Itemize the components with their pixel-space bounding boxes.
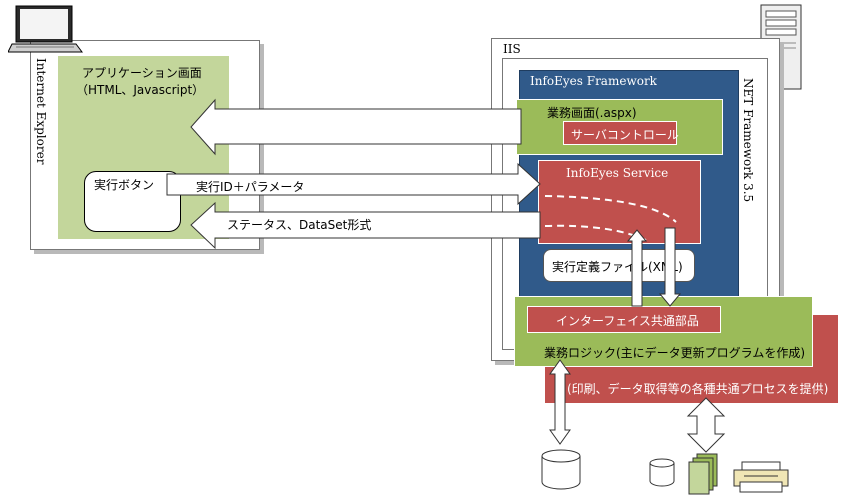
execute-button-label: 実行ボタン [94, 178, 155, 192]
interface-box [527, 306, 721, 333]
status-arrow [190, 201, 541, 250]
request-arrow [166, 162, 541, 206]
browser-label: Internet Explorer [34, 58, 48, 165]
device-double-arrow [686, 397, 726, 453]
iis-label: IIS [503, 42, 521, 56]
app-screen-title: アプリケーション画面 [82, 66, 202, 80]
printer-icon [733, 461, 789, 493]
server-control-box [563, 121, 677, 145]
app-screen-tech: （HTML、Javascript） [76, 83, 205, 97]
net-framework-label: NET Framework 3.5 [741, 78, 755, 203]
render-arrow [190, 98, 522, 156]
request-arrow-label: 実行ID＋パラメータ [196, 180, 305, 194]
db-double-arrow [549, 359, 571, 445]
status-arrow-label: ステータス、DataSet形式 [227, 218, 372, 232]
small-database-icon [649, 458, 675, 487]
business-screen-label: 業務画面(.aspx) [547, 106, 637, 120]
database-icon [541, 449, 581, 490]
documents-icon [688, 453, 718, 495]
business-logic-label: 業務ロジック(主にデータ更新プログラムを作成) [544, 346, 806, 360]
service-label: InfoEyes Service [566, 166, 669, 180]
down-arrow-to-interface [658, 227, 682, 307]
laptop-icon [8, 5, 83, 53]
common-process-label: (印刷、データ取得等の各種共通プロセスを提供) [567, 382, 829, 396]
service-dashed-line-2 [544, 224, 647, 241]
service-dashed-line-1 [544, 195, 677, 223]
up-arrow-to-service [626, 229, 648, 307]
execute-button[interactable] [84, 171, 181, 232]
interface-label: インターフェイス共通部品 [556, 314, 699, 328]
server-control-label: サーバコントロール [571, 128, 679, 142]
definition-file-label: 実行定義ファイル(XML) [552, 260, 683, 274]
framework-title: InfoEyes Framework [530, 74, 657, 88]
